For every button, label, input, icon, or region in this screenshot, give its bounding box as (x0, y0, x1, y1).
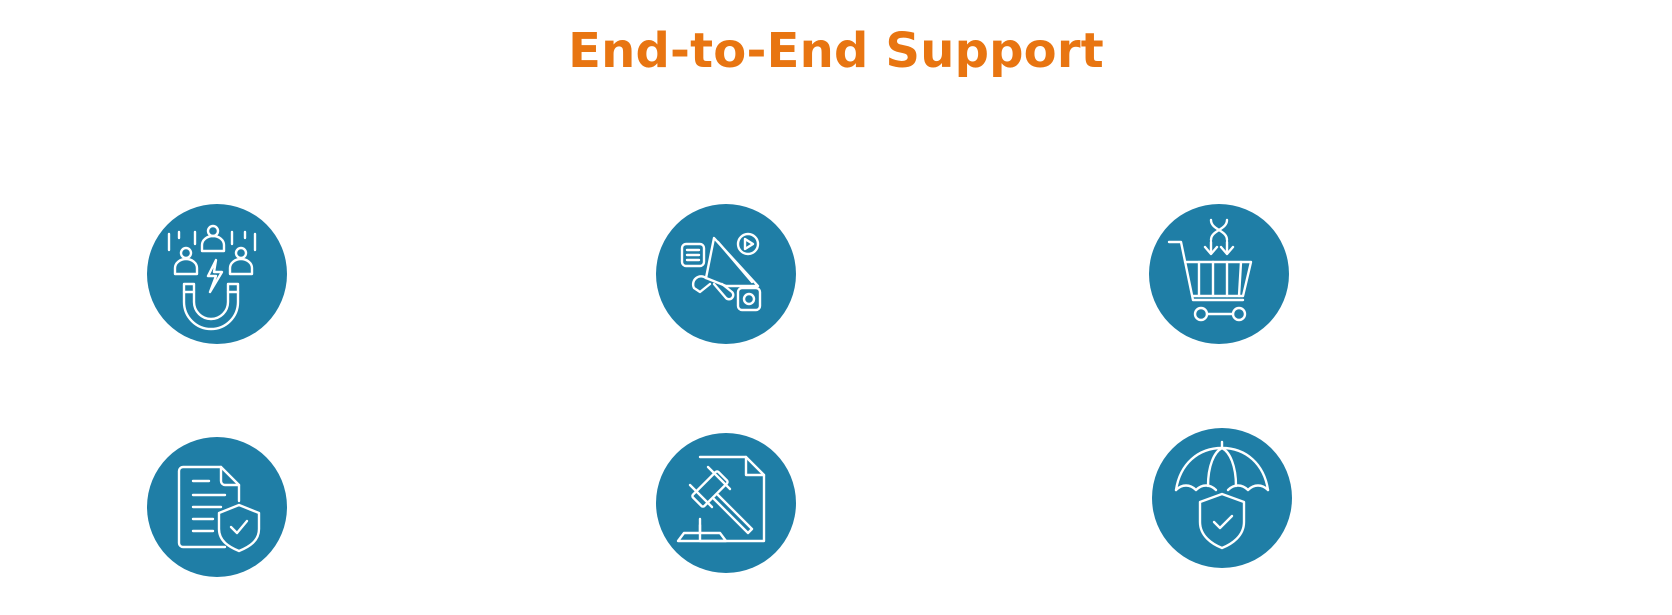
ecommerce-shopping-cart-icon[interactable] (1149, 204, 1289, 344)
digital-marketing-megaphone-icon[interactable] (656, 204, 796, 344)
legal-gavel-document-icon[interactable] (656, 433, 796, 573)
page-title: End-to-End Support (568, 23, 1104, 79)
compliance-document-shield-icon[interactable] (147, 437, 287, 577)
insurance-umbrella-shield-icon[interactable] (1152, 428, 1292, 568)
lead-generation-magnet-icon[interactable] (147, 204, 287, 344)
